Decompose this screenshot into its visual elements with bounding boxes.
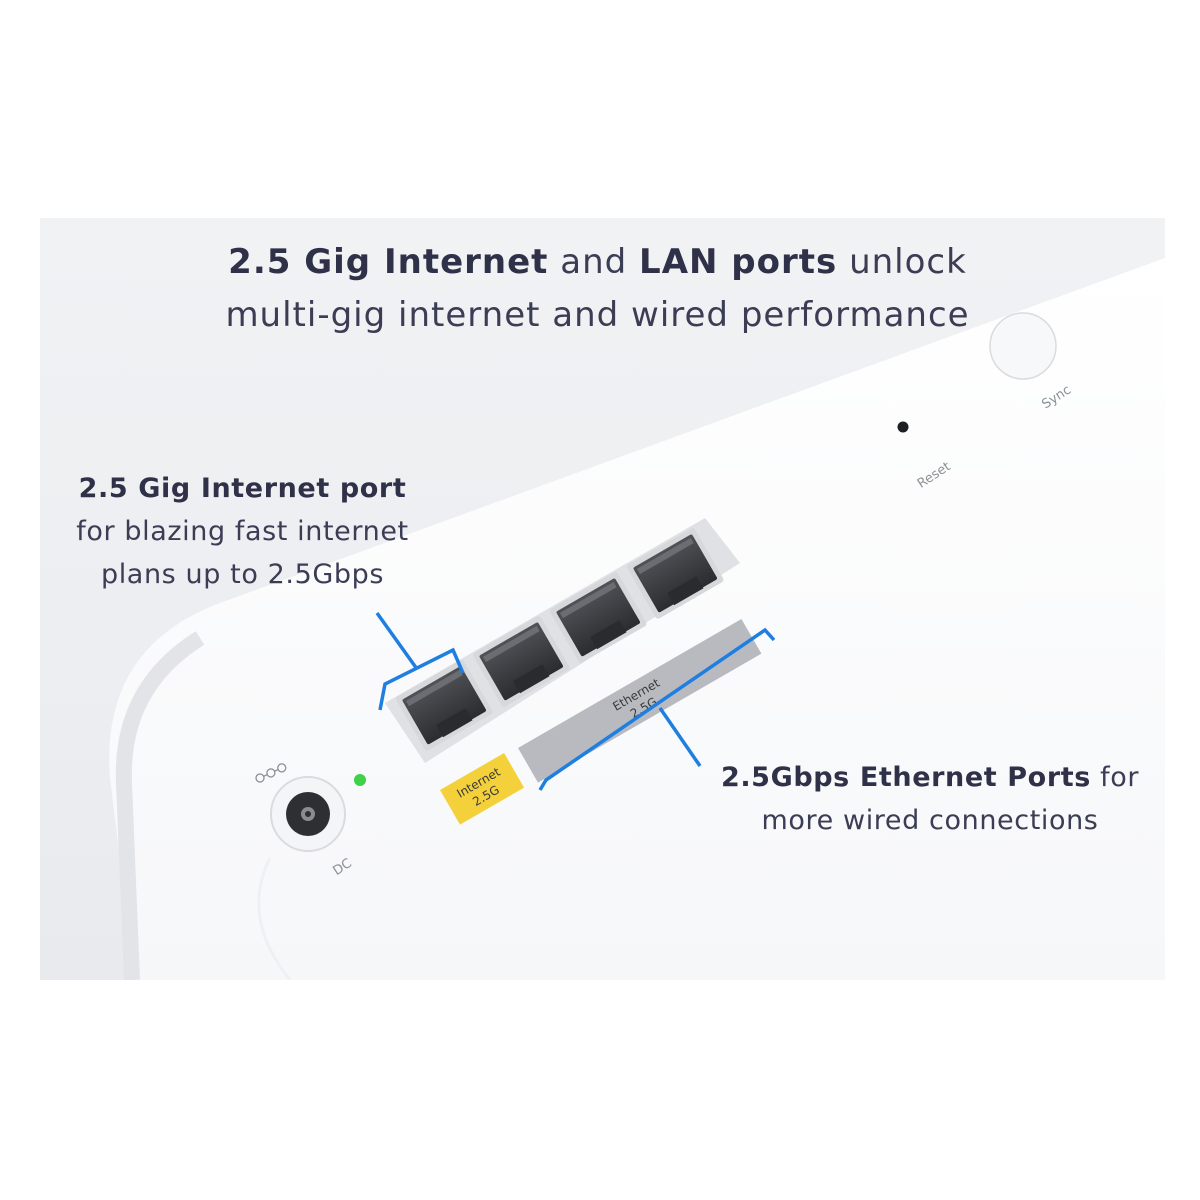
internet-port <box>396 660 493 751</box>
internet-port-callout: 2.5 Gig Internet port for blazing fast i… <box>40 467 445 596</box>
ethernet-ports-callout: 2.5Gbps Ethernet Ports for more wired co… <box>700 756 1160 842</box>
headline-line-2: multi-gig internet and wired performance <box>225 295 970 335</box>
ethernet-port-3 <box>627 528 724 619</box>
ethernet-callout-title: 2.5Gbps Ethernet Ports <box>720 762 1091 793</box>
router-edge <box>115 631 205 980</box>
headline-unlock: unlock <box>837 242 967 282</box>
ethernet-port-1 <box>473 616 570 707</box>
headline-line-1: 2.5 Gig Internet and LAN ports unlock <box>0 236 1195 289</box>
ethernet-bracket <box>538 627 776 791</box>
dc-polarity-icon <box>255 763 287 783</box>
ethernet-callout-for: for <box>1090 762 1140 793</box>
headline: 2.5 Gig Internet and LAN ports unlock mu… <box>0 236 1195 342</box>
router-illustration: Internet 2.5G Ethernet 2.5G <box>109 258 1165 980</box>
reset-pinhole <box>897 421 909 433</box>
router-photo: Internet 2.5G Ethernet 2.5G <box>40 218 1165 980</box>
internet-bracket <box>375 611 465 711</box>
ethernet-ports-tag: Ethernet 2.5G <box>518 619 762 783</box>
internet-callout-line-2: for blazing fast internet <box>76 516 409 547</box>
ethernet-callout-line-2: more wired connections <box>761 805 1099 836</box>
ethernet-port-2 <box>550 572 647 663</box>
dc-jack <box>270 776 346 852</box>
internet-callout-title: 2.5 Gig Internet port <box>78 473 407 504</box>
power-led <box>354 774 366 786</box>
headline-bold-internet: 2.5 Gig Internet <box>228 242 549 282</box>
internet-callout-line-3: plans up to 2.5Gbps <box>100 559 385 590</box>
headline-bold-lan: LAN ports <box>639 242 838 282</box>
sync-button <box>989 312 1057 380</box>
headline-and: and <box>548 242 640 282</box>
